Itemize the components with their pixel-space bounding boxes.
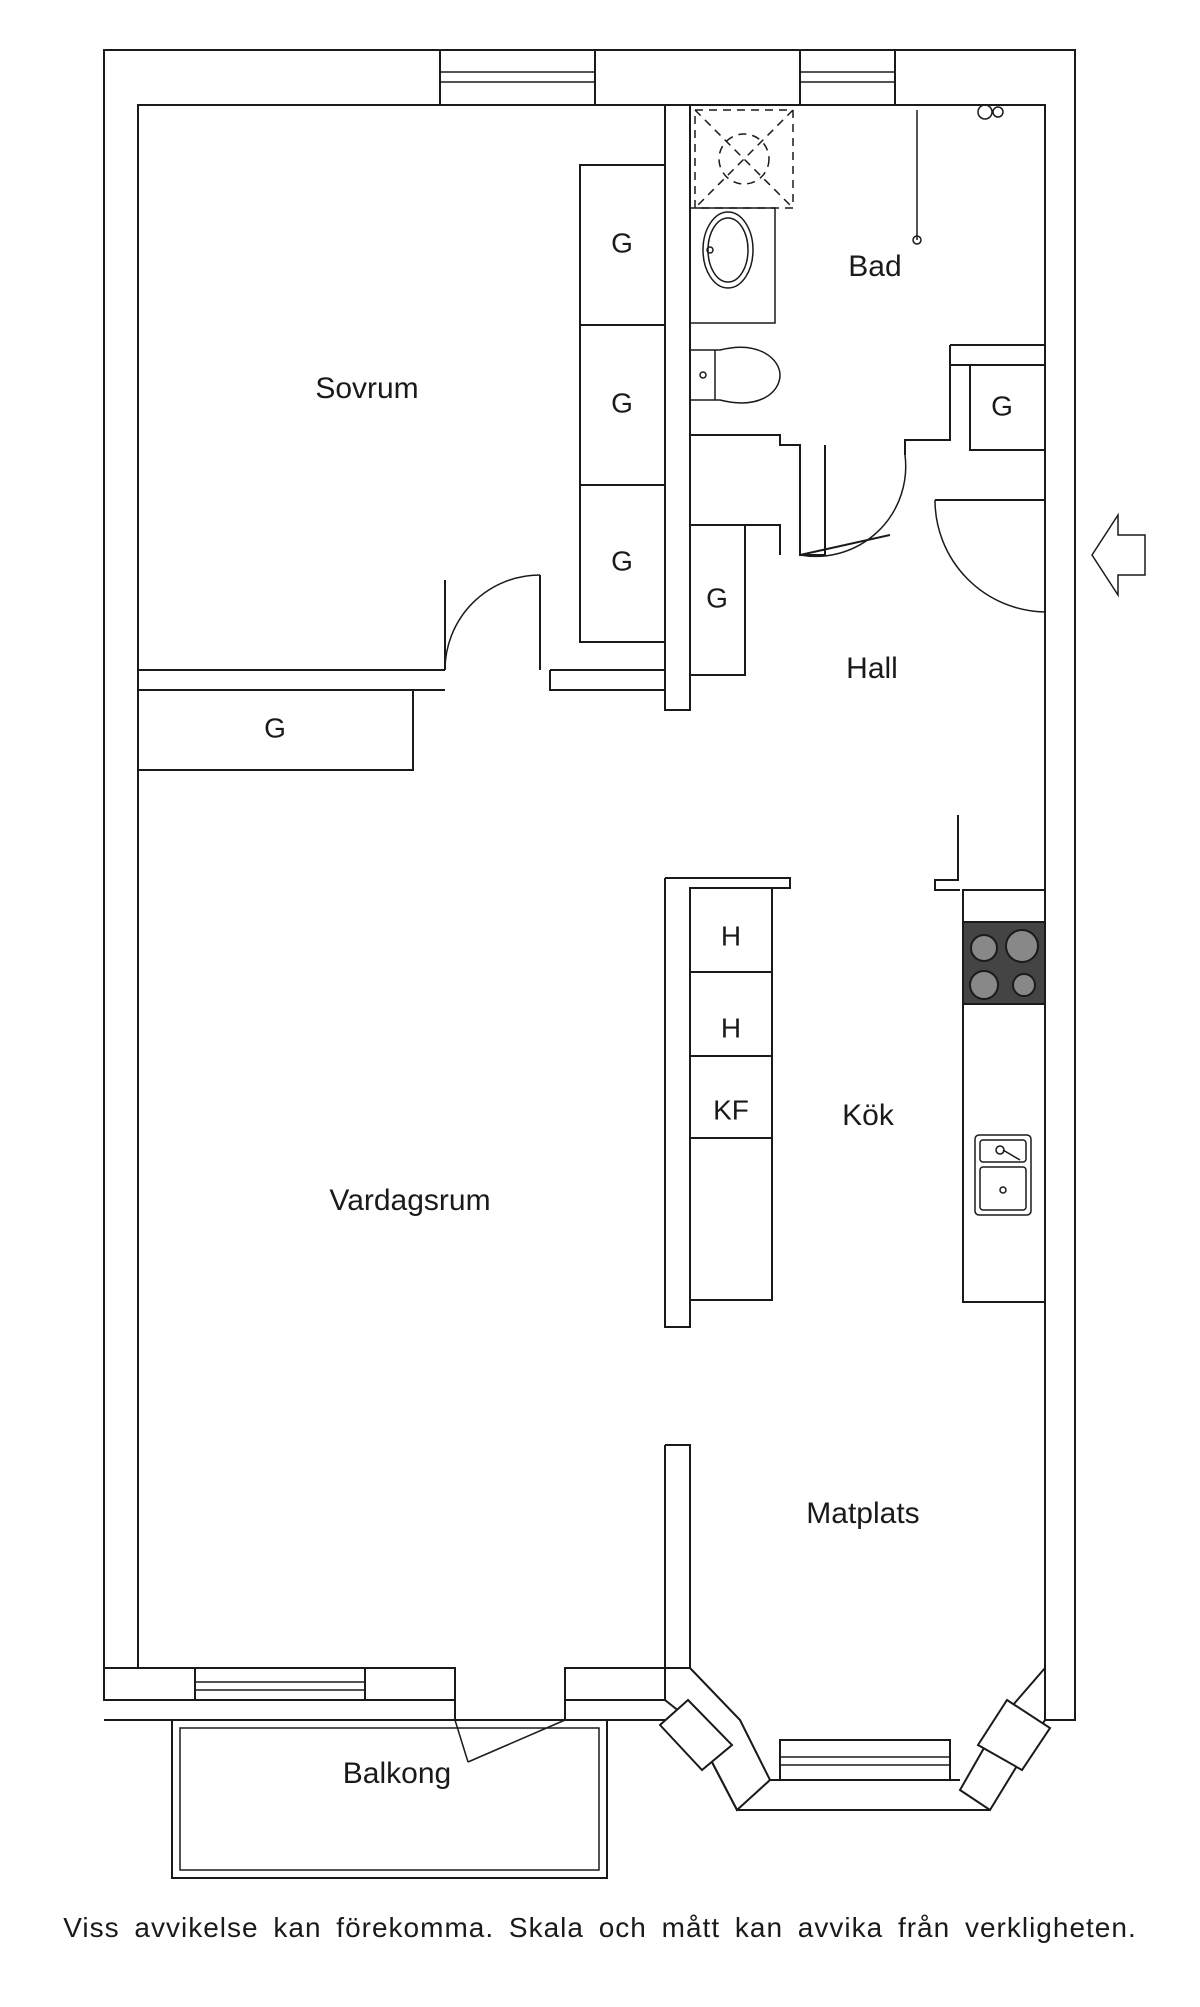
- interior-walls: [138, 105, 1045, 891]
- sovrum-closets: G G G: [579, 164, 666, 643]
- cabinet-label-h2: H: [721, 1012, 741, 1043]
- washbasin-icon: [689, 207, 776, 324]
- closet-label-g3: G: [611, 545, 633, 576]
- disclaimer-text: Viss avvikelse kan förekomma. Skala och …: [63, 1912, 1137, 1943]
- hall-closet-left: G: [689, 524, 746, 676]
- toilet-icon: [689, 346, 781, 404]
- closet-label-g4: G: [706, 582, 728, 613]
- door-entrance: [934, 499, 1046, 613]
- door-bad: [799, 454, 907, 558]
- bay-window: [658, 1667, 1075, 1812]
- cabinet-label-kf: KF: [713, 1094, 749, 1125]
- room-label-balkong: Balkong: [343, 1757, 451, 1790]
- entrance-arrow-icon: [1091, 512, 1146, 598]
- closet-label-g1: G: [611, 227, 633, 258]
- room-label-hall: Hall: [846, 652, 898, 685]
- closet-label-g2: G: [611, 387, 633, 418]
- room-label-vardagsrum: Vardagsrum: [329, 1184, 490, 1217]
- kitchen-right-counter: [962, 889, 1046, 1303]
- cabinet-label-h1: H: [721, 920, 741, 951]
- stove-icon: [962, 921, 1046, 1005]
- window-bad: [799, 49, 896, 106]
- vardagsrum-matplats-wall: [664, 1444, 691, 1669]
- room-label-bad: Bad: [848, 250, 901, 283]
- balcony: [171, 1719, 608, 1879]
- balcony-door: [454, 1668, 566, 1763]
- kitchen-left-counter: H H KF: [664, 877, 791, 1328]
- balcony-window: [194, 1667, 366, 1701]
- sink-icon: [974, 1134, 1032, 1216]
- window-sovrum: [439, 49, 596, 106]
- door-sovrum: [444, 574, 541, 671]
- room-label-kok: Kök: [842, 1099, 895, 1132]
- vardagsrum-closet: G: [137, 689, 414, 771]
- room-label-sovrum: Sovrum: [315, 372, 418, 405]
- closet-label-g6: G: [264, 712, 286, 743]
- room-label-matplats: Matplats: [806, 1497, 919, 1530]
- closet-label-g5: G: [991, 390, 1013, 421]
- outer-walls: [103, 49, 1076, 1721]
- bad-closet: G: [969, 364, 1046, 451]
- shower-icon: [694, 104, 1004, 245]
